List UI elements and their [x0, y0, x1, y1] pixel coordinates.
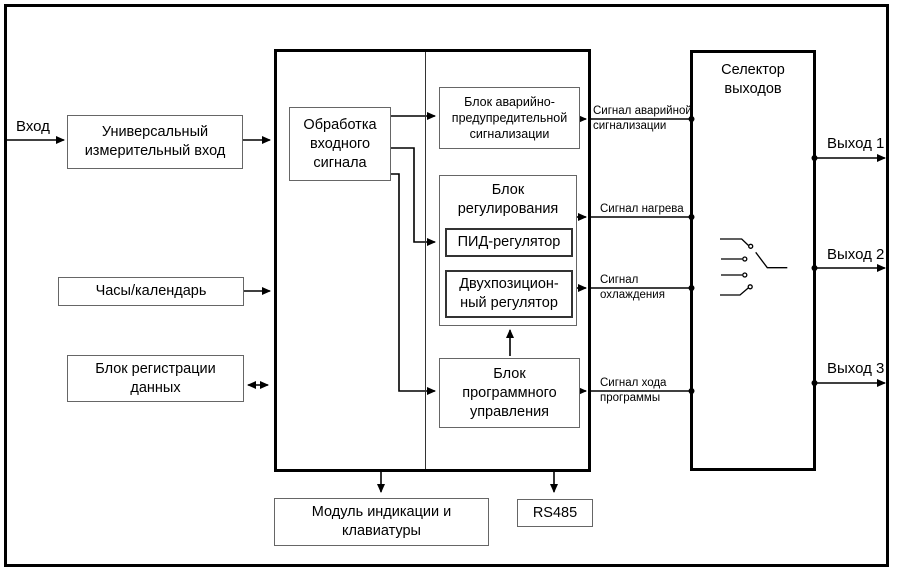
block-label-line: Блок регистрации	[95, 360, 216, 377]
block-output-selector: Селектор выходов	[690, 50, 816, 471]
diagram-border	[4, 4, 889, 567]
block-two-position-regulator: Двухпозицион- ный регулятор	[445, 270, 573, 318]
block-label-line: измерительный вход	[84, 143, 226, 159]
block-label-line: сигнала	[313, 154, 367, 171]
output-1-label: Выход 1	[827, 135, 885, 152]
block-label-line: Модуль индикации и	[311, 504, 452, 520]
output-2-label: Выход 2	[827, 246, 885, 263]
block-label-line: Блок	[493, 365, 526, 382]
block-label-line: Часы/календарь	[95, 283, 207, 299]
block-label-line: Блок аварийно-	[464, 95, 555, 109]
block-label-line: данных	[130, 379, 181, 396]
signal-program-run-label: Сигнал хода программы	[600, 376, 666, 405]
block-label-line: RS485	[532, 504, 578, 521]
signal-label-line: сигнализации	[593, 119, 667, 132]
block-label-line: ПИД-регулятор	[457, 234, 561, 250]
signal-label-line: программы	[600, 391, 661, 404]
output-3-label: Выход 3	[827, 360, 885, 377]
block-pid-regulator: ПИД-регулятор	[445, 228, 573, 257]
block-data-logging: Блок регистрации данных	[67, 355, 244, 402]
block-alarm-signaling: Блок аварийно- предупредительной сигнали…	[439, 87, 580, 149]
signal-label-line: охлаждения	[600, 288, 665, 301]
block-label-line: Универсальный	[101, 124, 209, 140]
block-label-line: Блок	[491, 182, 525, 198]
signal-label-line: Сигнал хода	[600, 377, 667, 389]
signal-label-line: Сигнал аварийной	[593, 105, 692, 117]
block-clock-calendar: Часы/календарь	[58, 277, 244, 306]
block-rs485: RS485	[517, 499, 593, 527]
block-label-line: программного	[462, 384, 557, 401]
block-label-line: ный регулятор	[460, 295, 558, 311]
block-label-line: сигнализации	[469, 127, 550, 141]
block-label-line: Двухпозицион-	[459, 276, 559, 292]
main-controller-block	[274, 49, 591, 472]
block-label-line: предупредительной	[451, 111, 568, 125]
block-input-signal-processing: Обработка входного сигнала	[289, 107, 391, 181]
selector-switch-icon	[720, 238, 788, 296]
signal-heating-label: Сигнал нагрева	[600, 202, 684, 217]
block-regulation: Блок регулирования	[439, 175, 577, 326]
block-program-control: Блок программного управления	[439, 358, 580, 428]
block-label-line: входного	[309, 135, 371, 152]
block-label-line: Селектор	[721, 62, 785, 78]
block-label-line: выходов	[724, 81, 782, 97]
block-label-line: регулирования	[457, 201, 559, 217]
signal-cooling-label: Сигнал охлаждения	[600, 273, 665, 302]
block-display-keyboard-module: Модуль индикации и клавиатуры	[274, 498, 489, 546]
block-universal-input: Универсальный измерительный вход	[67, 115, 243, 169]
input-label: Вход	[16, 118, 50, 135]
signal-alarm-label: Сигнал аварийной сигнализации	[593, 104, 692, 133]
signal-label-line: Сигнал	[600, 274, 639, 286]
block-label-line: Обработка	[303, 116, 377, 133]
block-label-line: управления	[469, 403, 550, 420]
signal-label-line: Сигнал нагрева	[600, 203, 684, 215]
block-label-line: клавиатуры	[342, 523, 421, 539]
